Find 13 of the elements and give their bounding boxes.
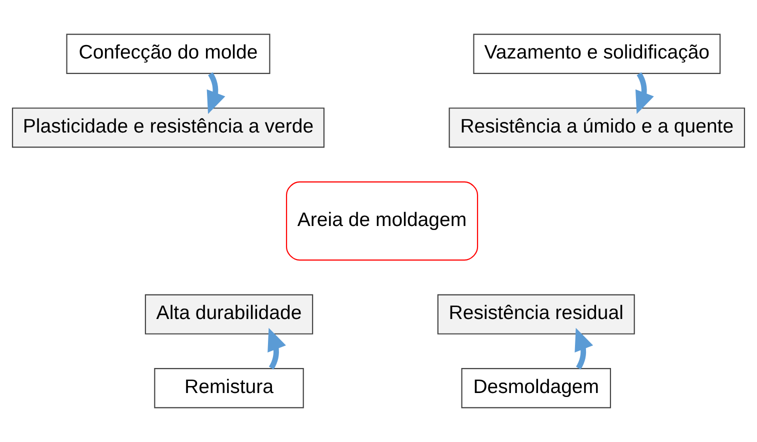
arrow <box>635 72 654 114</box>
node-box: Areia de moldagem <box>286 181 478 261</box>
node-box: Remistura <box>154 368 304 408</box>
arrow <box>268 328 286 370</box>
node-box: Confecção do molde <box>66 34 270 74</box>
node-box: Plasticidade e resistência a verde <box>12 108 324 148</box>
arrow <box>206 72 226 114</box>
node-box: Vazamento e solidificação <box>473 34 721 74</box>
node-box: Alta durabilidade <box>144 294 314 334</box>
node-box: Resistência a úmido e a quente <box>448 108 746 148</box>
arrow <box>574 328 594 370</box>
node-box: Desmoldagem <box>461 368 611 408</box>
node-box: Resistência residual <box>437 294 635 334</box>
